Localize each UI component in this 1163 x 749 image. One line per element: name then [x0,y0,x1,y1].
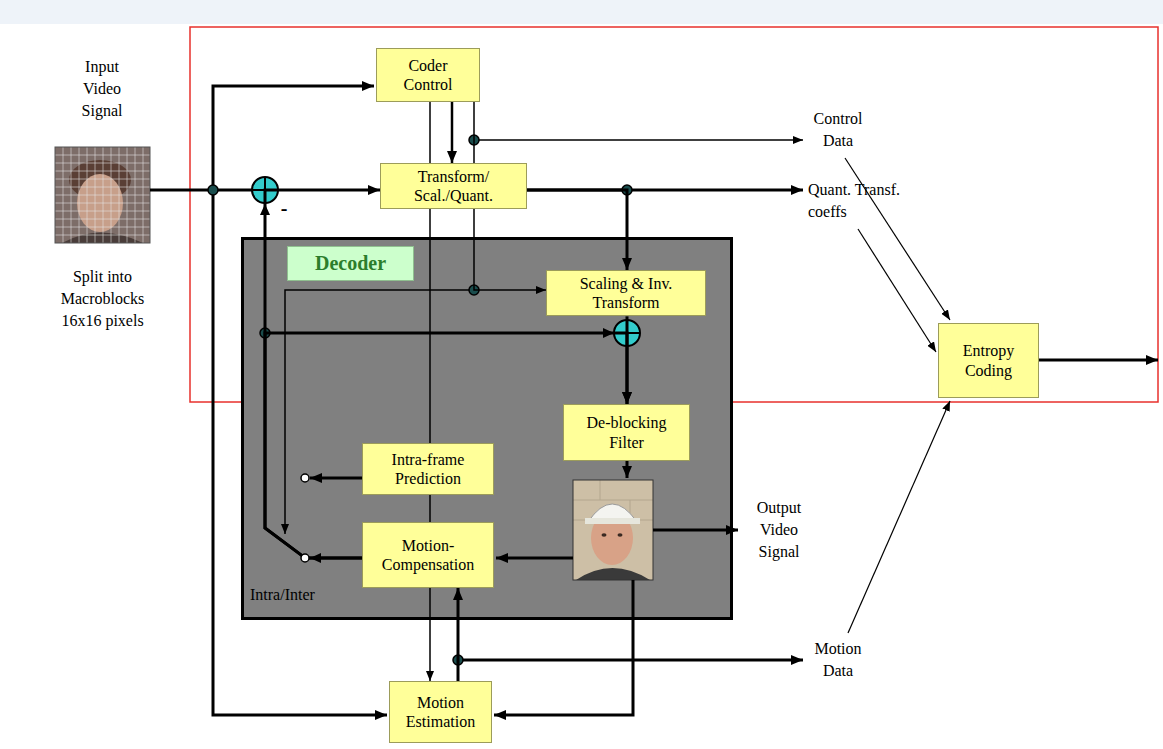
prediction-box: Intra-frame Prediction [362,443,494,495]
label-holder: Quant. Transf. coeffs [808,179,900,223]
switch-control-wire [285,290,474,534]
intra-wire [310,477,362,480]
process-box: Scaling & Inv. Transform [546,270,706,316]
filter-box: De-blocking Filter [563,404,690,461]
macroblock-grid [55,147,150,243]
box-text: Intra-frame Prediction [375,450,481,488]
label-holder: Intra/Inter [250,584,350,606]
box-text: Motion-Compensation [375,536,481,574]
connector-group [265,102,627,681]
region-heading: Decoder [315,252,386,275]
signal-label: Motion Data [808,638,868,682]
picture-shoulders [576,568,650,580]
region-heading-badge: Decoder [287,246,414,281]
bitstream-wire [1039,359,1158,362]
decoder-region: Scaling & Inv. TransformDe-blocking Filt… [241,237,733,620]
picture-shoulders [62,233,143,244]
note-label: Split into Macroblocks 16x16 pixels [45,266,160,332]
input-frame-picture [55,147,150,243]
picture-eye [602,533,607,537]
signal-wires [150,86,1158,715]
label-holder: Input Video Signal [70,56,134,122]
junction-dots [208,135,632,665]
input-wire [150,189,252,192]
picture-ground [55,147,150,243]
control-wire [474,139,803,141]
label-holder: Split into Macroblocks 16x16 pixels [45,266,160,332]
process-box: Transform/ Scal./Quant. [380,163,527,209]
leader-line [848,401,950,633]
signal-connector [527,190,627,270]
reference-wire [496,557,573,560]
signal-connector [451,102,454,163]
picture-wire [626,461,629,478]
box-text: Entropy Coding [951,341,1026,379]
label-holder: - [278,197,290,219]
label-holder: Control Data [808,108,868,152]
prediction-box: Motion-Compensation [362,522,494,588]
signal-label: Control Data [808,108,868,152]
picture-border [55,147,150,243]
motion-data-wire [458,659,803,662]
signal-label: Input Video Signal [70,56,134,122]
estimation-box: Motion Estimation [389,681,492,743]
output-wire [653,529,738,532]
box-text: Scaling & Inv. Transform [559,274,693,312]
leader-line [858,229,936,352]
input-wire [213,86,374,190]
signal-label: Quant. Transf. coeffs [808,179,900,223]
switch-terminal [301,474,309,482]
decoder-ground [241,237,733,620]
picture-border [573,480,653,580]
picture-ground [573,480,653,580]
sign-label: - [278,197,290,219]
switch-label: Intra/Inter [250,584,350,606]
signal-connector [457,588,460,681]
output-frame-picture [573,480,653,580]
box-text: Motion Estimation [402,693,479,731]
coding-box: Entropy Coding [938,323,1039,398]
box-text: Transform/ Scal./Quant. [393,167,514,205]
control-box: Coder Control [376,48,480,102]
picture-eye [618,533,623,537]
junction-dot [208,185,218,195]
label-holder: Output Video Signal [744,497,814,563]
label-holder: Motion Data [808,638,868,682]
picture-helmet-brim [585,518,640,524]
box-text: Coder Control [389,56,467,94]
signal-label: Output Video Signal [744,497,814,563]
reference-wire [494,580,633,715]
top-band [0,0,1163,24]
box-text: De-blocking Filter [576,413,677,451]
